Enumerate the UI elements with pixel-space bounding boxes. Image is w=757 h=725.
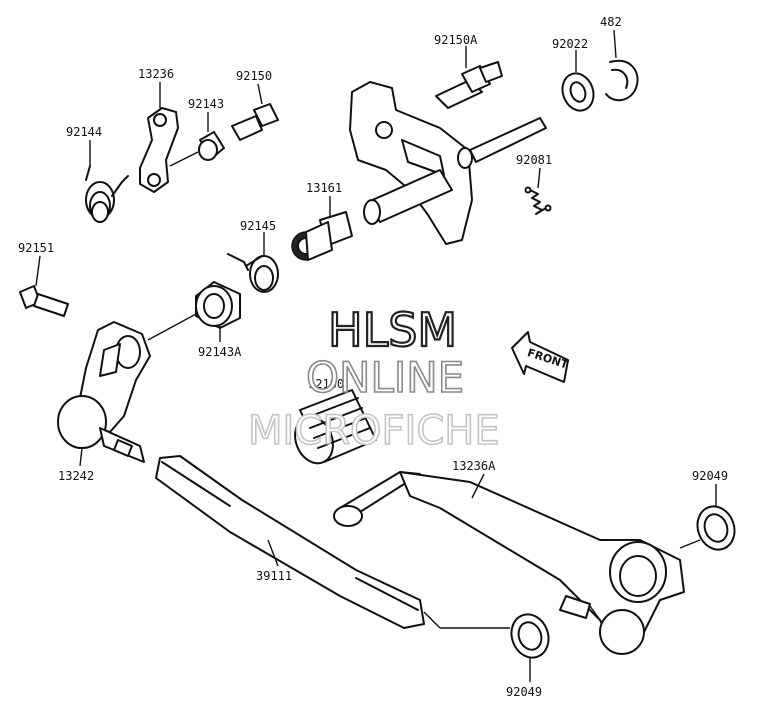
label-92143: 92143 — [188, 97, 224, 111]
washer-92022 — [561, 72, 595, 112]
watermark: HLSM ONLINE MICROFICHE — [247, 302, 500, 455]
lever-13236 — [139, 107, 179, 193]
spring-92160 — [294, 389, 377, 465]
shift-pedal-13236A — [333, 471, 685, 655]
spring-92081 — [524, 186, 552, 215]
label-39111: 39111 — [256, 569, 292, 583]
watermark-line2: ONLINE — [306, 353, 464, 402]
watermark-line3: MICROFICHE — [248, 408, 500, 454]
collar-92143A — [195, 281, 241, 329]
washer-92049-top — [696, 505, 736, 551]
label-92081: 92081 — [516, 153, 552, 167]
label-92160: 92160 — [308, 377, 344, 391]
front-arrow: FRONT — [511, 331, 570, 383]
label-92151: 92151 — [18, 241, 54, 255]
label-92049-top: 92049 — [692, 469, 728, 483]
label-92144: 92144 — [66, 125, 102, 139]
label-13242: 13242 — [58, 469, 94, 483]
label-92143A: 92143A — [198, 345, 242, 359]
label-92145: 92145 — [240, 219, 276, 233]
shift-arm-13242 — [57, 321, 151, 463]
bolt-92150 — [231, 103, 279, 141]
leader-lines — [35, 29, 717, 682]
circlip-482 — [605, 59, 639, 102]
collar-92143 — [198, 131, 225, 161]
spring-92145 — [227, 253, 279, 293]
label-13161: 13161 — [306, 181, 342, 195]
shift-shaft-assembly — [291, 61, 547, 261]
label-13236A: 13236A — [452, 459, 496, 473]
label-92150: 92150 — [236, 69, 272, 83]
watermark-line1: HLSM — [328, 303, 457, 357]
washer-92049-bottom — [510, 613, 550, 659]
bolt-92151 — [19, 285, 69, 317]
tie-rod-39111 — [155, 455, 425, 629]
label-92022: 92022 — [552, 37, 588, 51]
label-92150A: 92150A — [434, 33, 478, 47]
label-92049-bottom: 92049 — [506, 685, 542, 699]
part-labels: 92150A 482 92022 13236 92150 92143 92144… — [18, 15, 728, 699]
label-482: 482 — [600, 15, 622, 29]
spring-92144 — [85, 165, 129, 223]
label-13236: 13236 — [138, 67, 174, 81]
